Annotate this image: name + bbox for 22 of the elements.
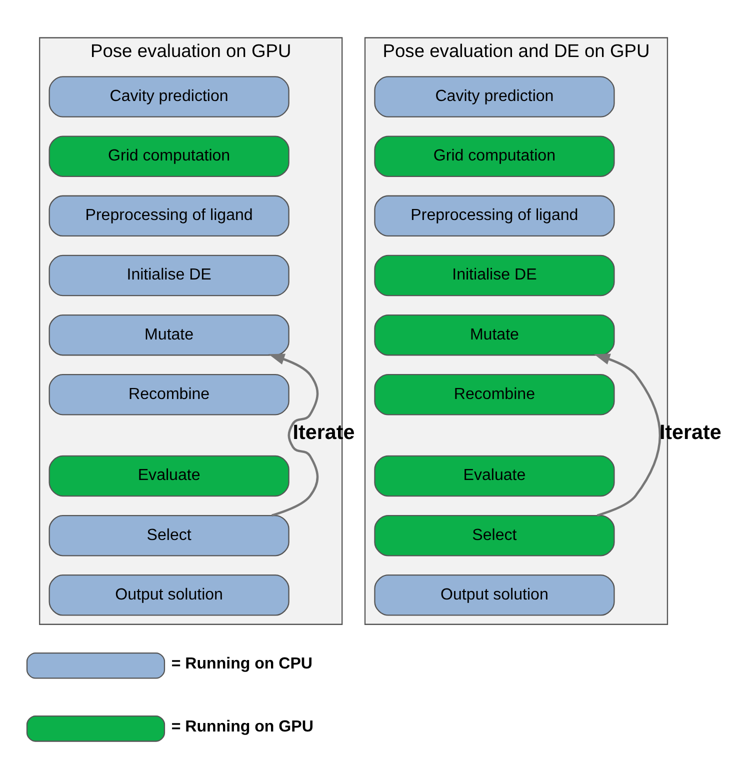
node-box: Preprocessing of ligand <box>48 195 290 237</box>
node-box: Mutate <box>48 314 290 356</box>
node-box: Cavity prediction <box>374 76 615 118</box>
legend-label: = Running on CPU <box>171 654 313 673</box>
node-box: Recombine <box>374 374 615 416</box>
node-box: Cavity prediction <box>48 76 290 118</box>
node-box: Output solution <box>374 574 615 616</box>
arrow <box>594 354 662 517</box>
node-box: Recombine <box>48 374 290 416</box>
node-box: Initialise DE <box>374 254 615 296</box>
node-box: Evaluate <box>374 455 615 497</box>
node-box: Initialise DE <box>48 254 290 296</box>
node-box: Evaluate <box>48 455 290 497</box>
legend-label: = Running on GPU <box>171 718 314 736</box>
node-box: Select <box>48 514 290 556</box>
node-box: Mutate <box>374 314 615 356</box>
node-box: Output solution <box>48 574 290 616</box>
node-box: Preprocessing of ligand <box>374 195 615 237</box>
node-box: Grid computation <box>374 136 615 177</box>
arrow <box>268 354 319 517</box>
node-box: Grid computation <box>48 136 290 177</box>
node-box: Select <box>374 514 615 556</box>
